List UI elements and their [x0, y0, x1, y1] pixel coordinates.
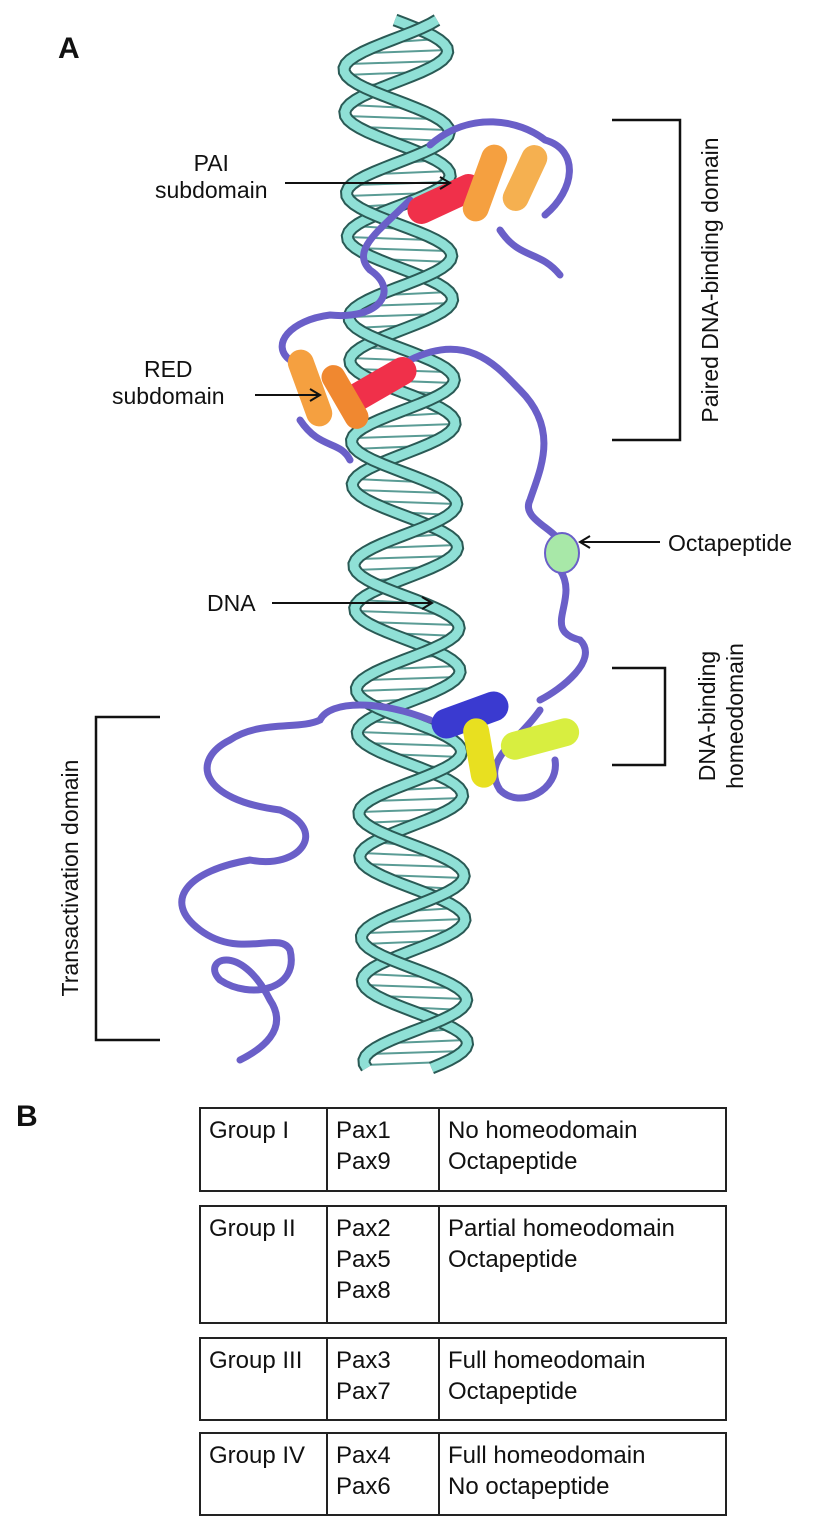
- genes-cell-text: Pax5: [336, 1246, 391, 1273]
- pai-subdomain-label: PAI subdomain: [155, 150, 268, 204]
- transactivation-ribbon: [178, 701, 434, 1064]
- linker-ribbon: [406, 345, 589, 704]
- base-pair: [388, 665, 459, 670]
- features-cell-text: Full homeodomain: [448, 1347, 646, 1374]
- genes-cell-text: Pax9: [336, 1148, 391, 1175]
- base-pair: [355, 247, 448, 252]
- base-pair: [367, 49, 448, 54]
- group-name-cell-text: Group III: [209, 1347, 303, 1374]
- homeodomain-bracket: [612, 666, 667, 767]
- base-pair: [370, 1050, 464, 1055]
- base-pair: [382, 918, 466, 923]
- features-cell: Full homeodomain No octapeptide: [440, 1434, 725, 1514]
- base-pair: [357, 731, 438, 736]
- red-helix-red: [343, 357, 417, 411]
- pai-helix-orange-1: [462, 144, 508, 222]
- panel-label-b: B: [16, 1100, 38, 1133]
- transactivation-label: Transactivation domain: [57, 759, 83, 997]
- paired-domain-label: Paired DNA-binding domain: [697, 137, 723, 423]
- base-pair: [363, 863, 456, 868]
- genes-cell-text: Pax3: [336, 1347, 391, 1374]
- dna-label: DNA: [207, 590, 256, 616]
- features-cell-text: Octapeptide: [448, 1378, 578, 1405]
- features-cell-text: Full homeodomain: [448, 1442, 646, 1469]
- base-pair: [364, 929, 458, 934]
- base-pair: [379, 544, 458, 549]
- paired-domain-bracket: [612, 118, 682, 442]
- base-pair: [373, 797, 462, 802]
- group-name-cell-text: Group II: [209, 1215, 296, 1242]
- pai-label-line: subdomain: [155, 177, 268, 203]
- base-pair: [359, 555, 453, 560]
- base-pair: [348, 60, 442, 65]
- homeo-helix-yellow-1: [463, 718, 497, 788]
- homeodomain-label-line: DNA-binding: [694, 650, 720, 782]
- paired-domain-loop: [278, 118, 573, 464]
- panel-label-a: A: [58, 32, 80, 65]
- homeodomain-label-line: homeodomain: [722, 643, 748, 789]
- homeo-helix-blue: [431, 691, 509, 739]
- base-pair: [347, 236, 430, 241]
- red-helix-orange-1: [287, 349, 333, 427]
- features-cell-text: Octapeptide: [448, 1246, 578, 1273]
- protein-ribbon: [178, 118, 589, 1064]
- features-cell-text: No homeodomain: [448, 1117, 638, 1144]
- base-pair: [345, 115, 434, 120]
- base-pair: [355, 610, 442, 615]
- red-label-line: RED: [143, 356, 193, 382]
- base-pair: [391, 1039, 467, 1044]
- features-cell-text: No octapeptide: [448, 1473, 610, 1500]
- base-pair: [363, 742, 457, 747]
- pai-helix-orange-2: [502, 145, 548, 211]
- group-name-cell: Group III: [201, 1339, 328, 1419]
- genes-cell-text: Pax4: [336, 1442, 391, 1469]
- base-pair: [366, 676, 458, 681]
- alpha-helices: [287, 144, 580, 788]
- features-cell-text: Octapeptide: [448, 1148, 578, 1175]
- homeo-helix-yellow-2: [500, 718, 580, 760]
- group-name-cell: Group IV: [201, 1434, 328, 1514]
- base-pair: [370, 423, 456, 428]
- annotation-arrows: [255, 176, 660, 610]
- pai-label-line: PAI: [193, 150, 229, 176]
- octapeptide-blob: [544, 532, 580, 574]
- base-pair: [376, 170, 449, 175]
- base-pair: [360, 852, 434, 857]
- group-name-cell-text: Group I: [209, 1117, 290, 1144]
- group-name-cell: Group I: [201, 1109, 328, 1190]
- pai-helix-red: [407, 174, 483, 224]
- base-pair: [354, 489, 445, 494]
- dna-double-helix: [337, 13, 475, 1074]
- genes-cell-text: Pax7: [336, 1378, 391, 1405]
- transactivation-bracket: [94, 715, 160, 1042]
- group-name-cell: Group II: [201, 1207, 328, 1322]
- features-cell-text: Partial homeodomain: [448, 1215, 675, 1242]
- octapeptide-label: Octapeptide: [668, 530, 793, 556]
- dna-strand-2: [339, 16, 472, 1071]
- genes-cell-text: Pax8: [336, 1277, 391, 1304]
- genes-cell-text: Pax1: [336, 1117, 391, 1144]
- base-pair: [354, 434, 447, 439]
- red-subdomain-label: RED subdomain: [112, 356, 225, 410]
- domain-brackets: [94, 118, 682, 1042]
- genes-cell-text: Pax2: [336, 1215, 391, 1242]
- pax-protein-dna-illustration: [94, 13, 682, 1074]
- genes-cell-text: Pax6: [336, 1473, 391, 1500]
- red-label-line: subdomain: [112, 383, 225, 409]
- base-pair: [363, 984, 453, 989]
- red-helix-orange-2: [321, 365, 369, 429]
- homeodomain-label: DNA-binding homeodomain: [693, 641, 749, 791]
- group-name-cell-text: Group IV: [209, 1442, 306, 1469]
